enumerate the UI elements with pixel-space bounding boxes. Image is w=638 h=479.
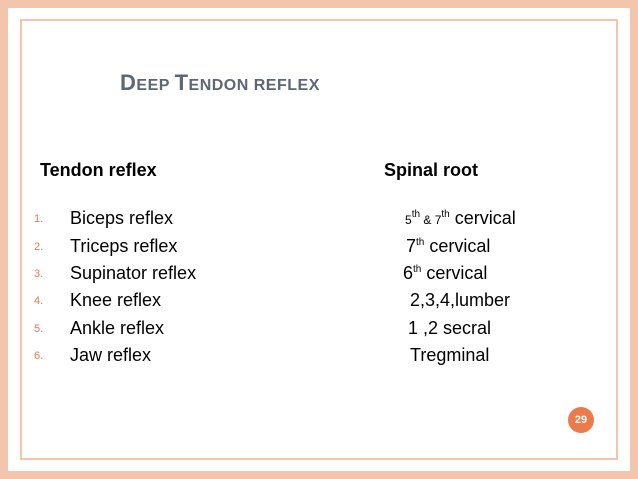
list-number: 2. [34, 241, 44, 253]
list-item: 6. Jaw reflex Tregminal [8, 345, 630, 371]
list-number: 5. [34, 323, 44, 335]
reflex-name: Triceps reflex [70, 236, 178, 256]
slide-title: DEEP TENDON REFLEX [120, 70, 320, 96]
list-number: 4. [34, 295, 44, 307]
spinal-root-value: 2,3,4,lumber [410, 290, 511, 310]
root-ordinal-suffix: th [416, 237, 425, 248]
root-ordinal-suffix: th [411, 209, 421, 220]
spinal-root-value: 7th cervical [406, 236, 490, 257]
reflex-name: Ankle reflex [70, 318, 165, 338]
spinal-root-value: 6th cervical [403, 263, 487, 284]
root-ordinal: 5 [405, 213, 412, 227]
root-ordinal: 7 [434, 213, 442, 227]
list-number: 6. [34, 350, 44, 362]
list-number: 3. [34, 268, 44, 280]
root-ordinal-suffix: th [413, 264, 422, 275]
root-ordinal-suffix: th [441, 209, 450, 220]
spinal-root-value: 5th & 7th cervical [405, 208, 516, 229]
list-item: 2. Triceps reflex 7th cervical [8, 236, 630, 262]
reflex-name: Knee reflex [70, 290, 162, 310]
page-number-badge: 29 [568, 407, 594, 433]
list-item: 3. Supinator reflex 6th cervical [8, 263, 630, 289]
spinal-root-value: Tregminal [410, 345, 490, 365]
title-initial-d: D [120, 70, 137, 95]
slide: DEEP TENDON REFLEX Tendon reflex Spinal … [8, 8, 630, 471]
reflex-name: Biceps reflex [70, 208, 174, 228]
list-item: 4. Knee reflex 2,3,4,lumber [8, 290, 630, 316]
root-ampersand: & [420, 213, 435, 227]
list-item: 1. Biceps reflex 5th & 7th cervical [8, 208, 630, 234]
list-number: 1. [34, 213, 44, 225]
root-ordinal: 6 [403, 263, 414, 283]
reflex-name: Supinator reflex [70, 263, 197, 283]
reflex-name: Jaw reflex [70, 345, 152, 365]
header-spinal-root: Spinal root [384, 160, 478, 180]
root-label: cervical [449, 208, 516, 228]
root-ordinal: 7 [406, 236, 417, 256]
header-tendon-reflex: Tendon reflex [40, 160, 157, 180]
root-label: cervical [421, 263, 488, 283]
spinal-root-value: 1 ,2 secral [408, 318, 492, 338]
title-initial-t: T [174, 70, 189, 95]
root-label: cervical [424, 236, 491, 256]
slide-frame [20, 19, 618, 460]
title-part-1: EEP [136, 77, 175, 94]
title-part-2: ENDON REFLEX [188, 77, 320, 94]
list-item: 5. Ankle reflex 1 ,2 secral [8, 318, 630, 344]
